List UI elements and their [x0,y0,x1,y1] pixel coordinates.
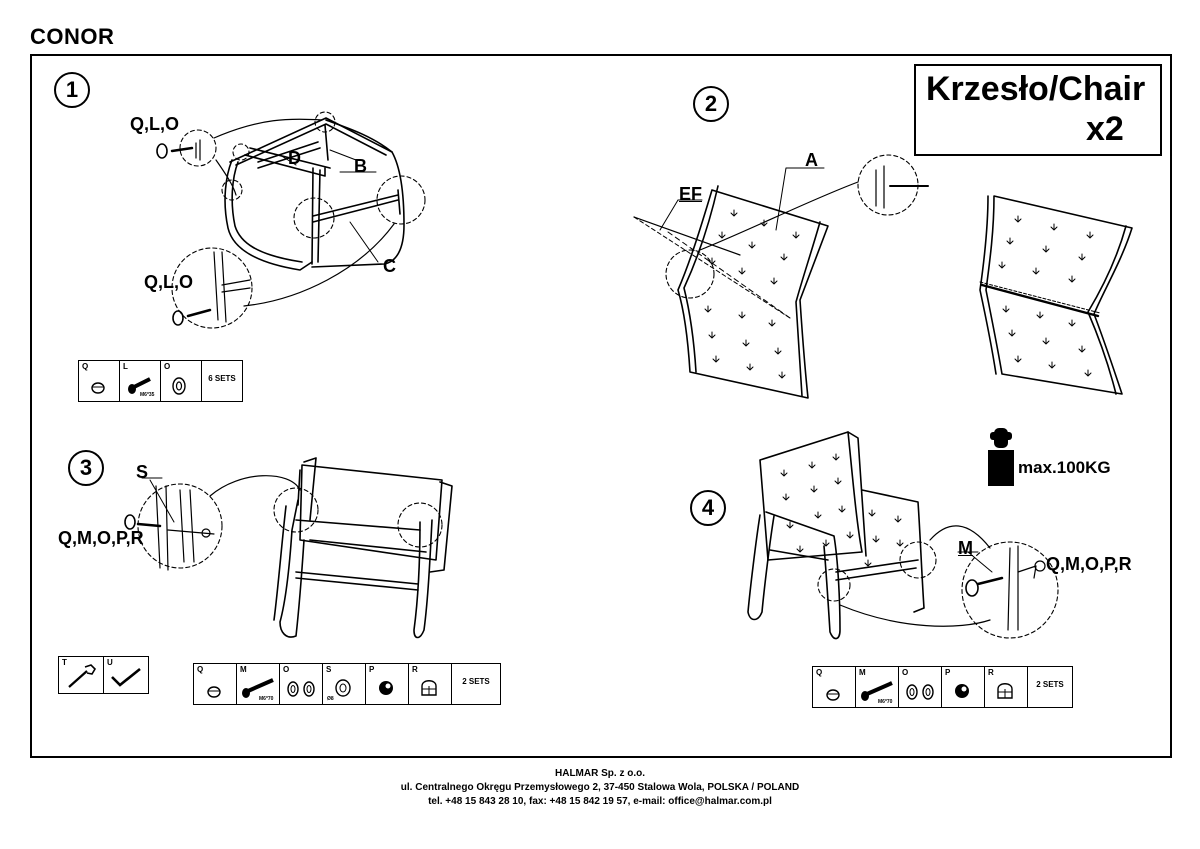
part-code: Q [816,668,823,677]
part-code: O [164,362,171,371]
tool-cell-t: T [59,657,104,693]
parts-table-step1: Q L M6*35 O 6 SETS [78,360,243,402]
dome-nut-icon [997,683,1013,699]
cap-nut-icon [826,689,840,701]
part-cell-o: O [280,664,323,704]
spacer-icon [335,679,351,697]
step1-detail-circles [171,111,426,329]
part-cell-r: R [409,664,452,704]
tools-table: T U [58,656,149,694]
part-cell-sets: 6 SETS [202,361,242,401]
part-code: M [240,665,247,674]
label-s4-hardware: Q,M,O,P,R [1046,554,1132,574]
step2-fabric-pattern [704,209,1094,379]
sets-count: 2 SETS [1036,680,1064,689]
nut-icon [955,684,969,698]
part-cell-m: M M6*70 [856,667,899,707]
bolt-size: M6*70 [259,696,274,702]
part-code: L [123,362,128,371]
part-cell-l: L M6*35 [120,361,161,401]
dome-nut-icon [421,680,437,696]
label-part-ef: EF [679,184,703,204]
part-cell-p: P [942,667,985,707]
sets-count: 6 SETS [208,374,236,383]
part-code: Q [82,362,89,371]
allen-key-icon [111,667,141,687]
tool-code: T [62,658,67,667]
cap-nut-icon [91,382,105,394]
part-cell-sets: 2 SETS [1028,667,1072,707]
part-code: P [945,668,951,677]
part-cell-sets: 2 SETS [452,664,500,704]
weight-icon [988,428,1014,486]
part-code: O [902,668,909,677]
label-part-b: B [354,156,367,176]
bolt-icon [128,377,151,394]
label-part-s: S [136,462,149,482]
cap-nut-icon [207,686,221,698]
label-s1-hardware-bottom: Q,L,O [144,272,193,292]
part-code: P [369,665,375,674]
part-code: M [859,668,866,677]
sets-count: 2 SETS [462,677,490,686]
step4-chair-drawing [747,431,925,640]
product-title: Krzesło/Chair [926,70,1146,108]
label-s1-hardware-top: Q,L,O [130,114,179,134]
label-part-m: M [958,538,973,558]
bolt-size: M6*70 [878,699,893,705]
bolt-icon [242,678,274,698]
part-cell-r: R [985,667,1028,707]
step1-frame-drawing [224,117,405,271]
wrench-icon [68,664,97,688]
product-quantity: x2 [1086,110,1124,148]
instruction-frame [30,54,1172,758]
label-s3-hardware: Q,M,O,P,R [58,528,144,548]
part-code: S [326,665,332,674]
part-cell-m: M M6*70 [237,664,280,704]
label-part-c: C [383,256,396,276]
step-number-2: 2 [693,86,729,122]
part-cell-o: O [899,667,942,707]
washer-icon [287,681,315,697]
part-code: R [412,665,418,674]
product-title-box: Krzesło/Chair x2 [914,64,1162,156]
step-number-4: 4 [690,490,726,526]
parts-table-step4: Q M M6*70 O P R 2 SETS [812,666,1073,708]
footer-contact: tel. +48 15 843 28 10, fax: +48 15 842 1… [428,796,772,807]
part-cell-q: Q [194,664,237,704]
part-cell-p: P [366,664,409,704]
bolt-icon [861,681,893,701]
tool-code: U [107,658,113,667]
bolt-size: M6*35 [140,392,155,398]
step2-seat-drawing [633,185,1133,399]
part-code: R [988,668,994,677]
step-number-3: 3 [68,450,104,486]
brand-name: CONOR [30,24,115,49]
spacer-size: Ø8 [327,696,334,702]
label-part-a: A [805,150,818,170]
step4-fabric-pattern [780,453,904,567]
part-code: O [283,665,290,674]
step-number-1: 1 [54,72,90,108]
part-cell-s: S Ø8 [323,664,366,704]
label-part-d: D [288,148,301,168]
part-code: Q [197,665,204,674]
nut-icon [379,681,393,695]
washer-icon [906,684,934,700]
washer-icon [172,377,186,395]
max-weight-label: max.100KG [1018,458,1111,477]
part-cell-q: Q [79,361,120,401]
footer-company: HALMAR Sp. z o.o. [555,768,645,779]
parts-table-step3: Q M M6*70 O S Ø8 P R 2 SETS [193,663,501,705]
footer-address: ul. Centralnego Okręgu Przemysłowego 2, … [400,782,800,793]
part-cell-o: O [161,361,202,401]
step3-chair-drawing [273,457,453,639]
tool-cell-u: U [104,657,148,693]
part-cell-q: Q [813,667,856,707]
